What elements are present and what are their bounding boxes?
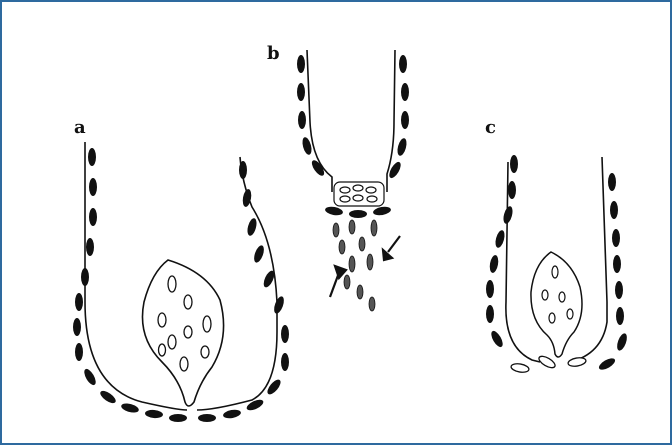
panel-b-dashes [297, 55, 409, 218]
panel-a-mass [142, 260, 223, 406]
panel-label-b: b [267, 45, 280, 63]
panel-a-dashes [73, 148, 289, 422]
panel-b-plug [334, 182, 384, 206]
panel-label-c: c [485, 119, 496, 137]
panel-c-mass [531, 252, 582, 357]
panel-a-cells [158, 276, 211, 371]
panel-b-diagram [297, 50, 409, 311]
panel-a-diagram [73, 142, 289, 422]
panel-c-diagram [486, 155, 629, 374]
panel-c-open-cells [510, 354, 586, 373]
panel-label-a: a [74, 119, 86, 137]
panel-c-cells [542, 266, 573, 323]
panel-c-wall [506, 157, 607, 362]
panel-b-particles [333, 220, 377, 311]
